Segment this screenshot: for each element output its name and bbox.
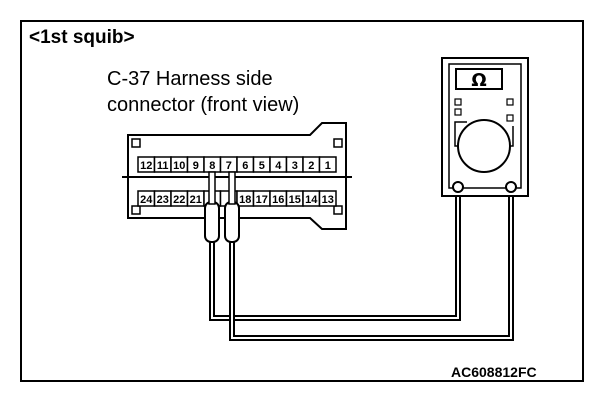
probe-right [224,201,240,243]
pin-cell [318,156,337,173]
pin-label: 8 [209,160,215,172]
pin-label: 14 [305,194,318,206]
meter-display [455,68,503,90]
pin-label: 21 [190,194,202,206]
pin-label: 12 [140,160,152,172]
pin-label: 9 [193,160,199,172]
pin-label: 15 [289,194,301,206]
diagram-frame [20,20,584,382]
pin-label: 22 [173,194,185,206]
pin-label: 16 [272,194,284,206]
lead-wire-right [231,178,512,339]
meter-jack-right [505,181,517,193]
pin-label: 5 [259,160,265,172]
pin-label: 2 [308,160,314,172]
pin-label: 4 [275,160,282,172]
pin-label: 13 [322,194,334,206]
probe-tip-right [228,171,236,205]
pin-label: 23 [157,194,169,206]
meter-jack-left [452,181,464,193]
ohmmeter: Ω [441,57,529,197]
ohm-symbol: Ω [471,70,486,91]
connector-lock-tab-tr [333,138,343,148]
dial-bracket-left [454,121,467,147]
probe-left [204,201,220,243]
connector-lock-tab-br [333,205,343,215]
pin-label: 11 [157,160,169,172]
figure-code: AC608812FC [451,364,537,380]
pin-label: 17 [256,194,268,206]
meter-dial [457,119,511,173]
test-leads [204,171,514,341]
pin-label: 7 [226,160,232,172]
probe-tip-left [208,171,216,205]
meter-indicator-3 [506,98,514,106]
connector-lock-tab-bl [131,205,141,215]
connector-caption-line2: connector (front view) [107,94,300,116]
pin-label: 6 [242,160,248,172]
connector-lock-tab-tl [131,138,141,148]
pin-label: 3 [292,160,298,172]
pin-label: 1 [325,160,331,172]
pin-label: 10 [173,160,185,172]
meter-indicator-4 [506,114,514,122]
diagram-heading: <1st squib> [29,27,135,48]
lead-wire-left [211,178,459,319]
pin-label: 18 [239,194,251,206]
connector-caption-line1: C-37 Harness side [107,68,273,90]
dial-bracket-right [510,126,514,147]
pin-label: 24 [140,194,153,206]
meter-indicator-1 [454,98,462,106]
meter-indicator-2 [454,108,462,116]
pin-cell [318,190,337,207]
